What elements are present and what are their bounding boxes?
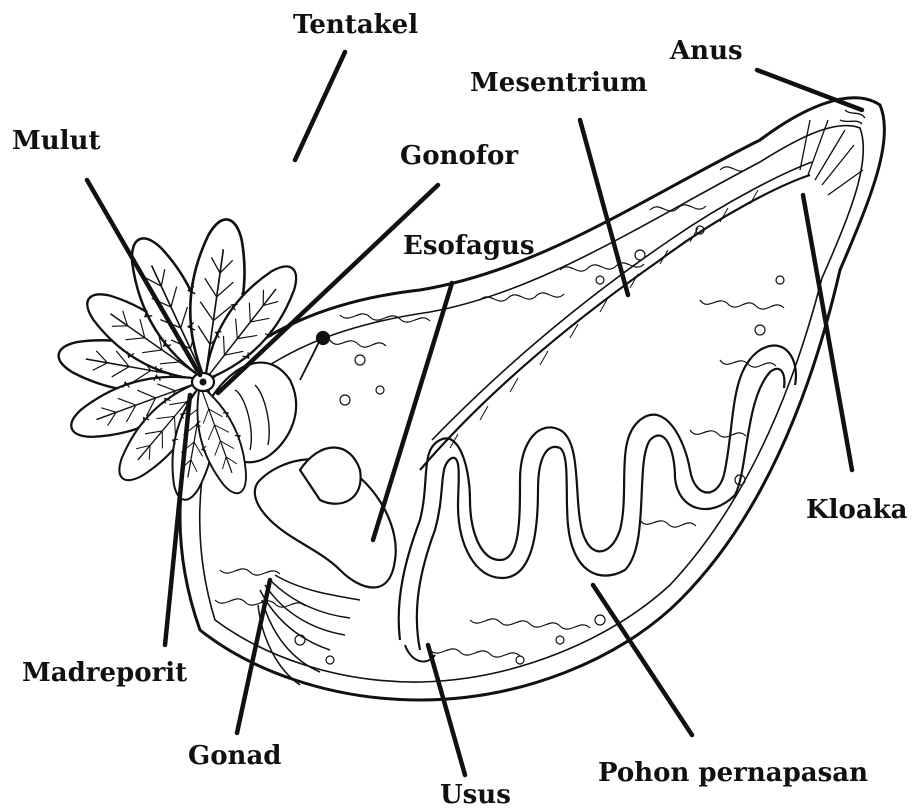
label-madreporit: Madreporit <box>22 660 187 686</box>
label-gonofor: Gonofor <box>400 143 518 169</box>
label-anus: Anus <box>670 38 743 64</box>
label-gonad: Gonad <box>188 743 281 769</box>
label-tentakel: Tentakel <box>293 12 418 38</box>
label-mulut: Mulut <box>12 128 100 154</box>
mouth <box>192 373 214 391</box>
label-usus: Usus <box>440 782 511 808</box>
label-esofagus: Esofagus <box>403 233 535 259</box>
label-kloaka: Kloaka <box>806 497 908 523</box>
label-pohon-pernapasan: Pohon pernapasan <box>598 760 868 786</box>
label-mesentrium: Mesentrium <box>470 70 647 96</box>
